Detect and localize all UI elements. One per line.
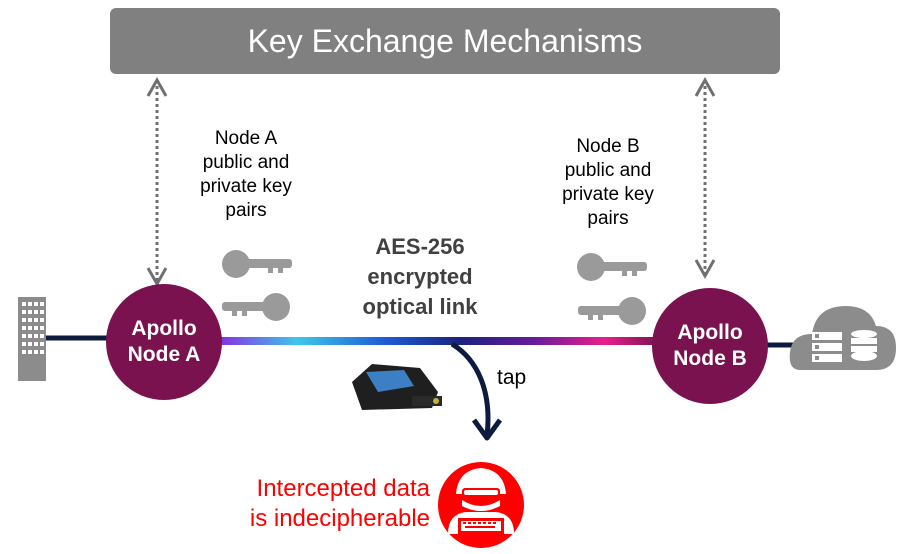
apollo-node-a: Apollo Node A bbox=[106, 284, 222, 400]
node-a-label: Apollo Node A bbox=[127, 317, 201, 366]
database-icon bbox=[851, 330, 877, 361]
tap-arrow bbox=[450, 341, 503, 441]
node-b-label: Apollo Node B bbox=[673, 321, 747, 370]
key-icon bbox=[222, 293, 290, 321]
key-icon bbox=[222, 250, 292, 278]
node-a-keys-label: Node A public and private key pairs bbox=[200, 128, 292, 221]
node-b-keys-label: Node B public and private key pairs bbox=[562, 136, 654, 229]
right-key-exchange-arrow bbox=[694, 76, 716, 280]
encrypted-fiber-link bbox=[218, 337, 658, 345]
key-icon bbox=[577, 253, 647, 281]
fiber-tap-device-icon bbox=[352, 364, 442, 410]
left-key-exchange-arrow bbox=[146, 76, 168, 288]
building-icon bbox=[18, 297, 46, 381]
apollo-node-b: Apollo Node B bbox=[652, 288, 768, 404]
key-icon bbox=[578, 297, 646, 325]
cloud-server-icon bbox=[789, 306, 896, 370]
intercept-label: Intercepted data is indecipherable bbox=[249, 475, 430, 532]
link-label: AES-256 encrypted optical link bbox=[362, 234, 478, 319]
hacker-icon bbox=[438, 462, 524, 548]
banner-title: Key Exchange Mechanisms bbox=[247, 22, 643, 59]
tap-label: tap bbox=[497, 366, 527, 389]
key-exchange-banner: Key Exchange Mechanisms bbox=[110, 8, 780, 74]
